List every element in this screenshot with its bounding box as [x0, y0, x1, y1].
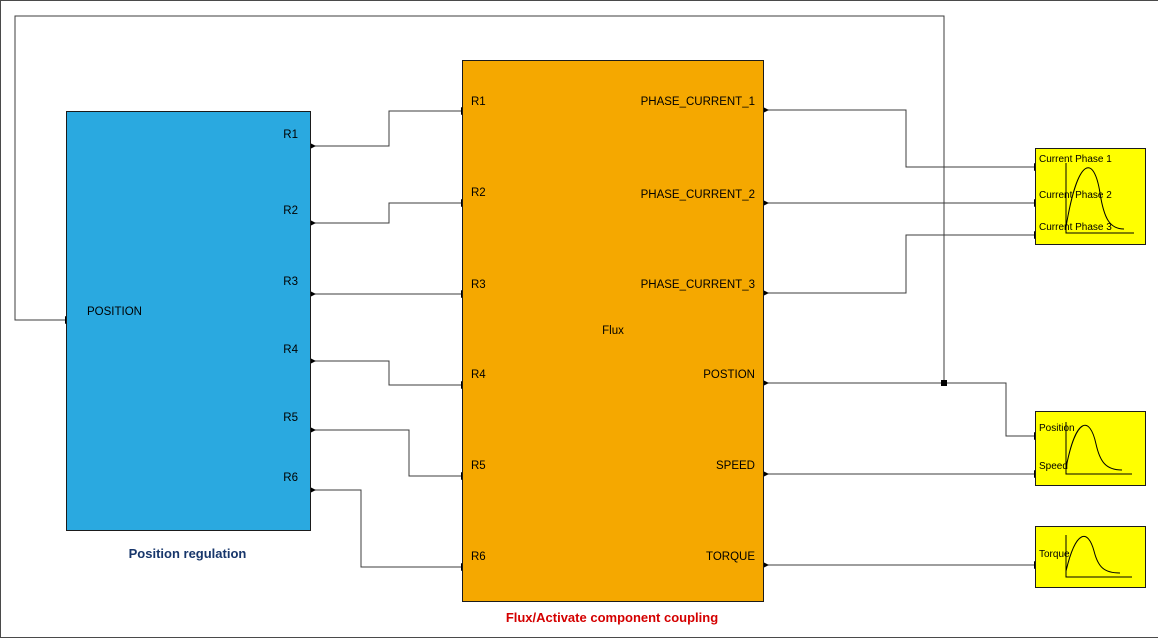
flux-input-label-r4: R4: [471, 369, 486, 381]
flux-output-label-torque: TORQUE: [706, 551, 755, 563]
flux-input-label-r5: R5: [471, 460, 486, 472]
wire-phase-current-1: [762, 109, 1035, 168]
wire-r5: [309, 429, 462, 477]
wire-r1: [309, 110, 462, 147]
flux-output-label-speed: SPEED: [716, 460, 755, 472]
scope-label-current-phase-3: Current Phase 3: [1039, 222, 1112, 233]
wire-r6: [309, 489, 462, 568]
flux-output-label-phase-current-1: PHASE_CURRENT_1: [640, 96, 755, 108]
flux-input-label-r3: R3: [471, 279, 486, 291]
wire-r4: [309, 360, 462, 386]
position-output-label-r5: R5: [283, 412, 298, 424]
flux-input-label-r1: R1: [471, 96, 486, 108]
scope-waveform-icon: [1065, 535, 1132, 578]
scope-label-current-phase-1: Current Phase 1: [1039, 154, 1112, 165]
flux-block-title: Flux: [602, 325, 624, 337]
flux-output-label-phase-current-3: PHASE_CURRENT_3: [640, 279, 755, 291]
scope-waveform-icon: [1065, 422, 1132, 475]
position-output-label-r2: R2: [283, 205, 298, 217]
scope-waveform-icon: [1065, 163, 1134, 234]
position-output-label-r6: R6: [283, 472, 298, 484]
wire-phase-current-3: [762, 234, 1035, 294]
scope-current-phases[interactable]: Current Phase 1 Current Phase 2 Current …: [1035, 148, 1146, 245]
scope-label-torque: Torque: [1039, 549, 1070, 560]
scope-label-position: Position: [1039, 423, 1075, 434]
flux-block-caption: Flux/Activate component coupling: [505, 610, 719, 625]
position-output-label-r3: R3: [283, 276, 298, 288]
scope-label-current-phase-2: Current Phase 2: [1039, 190, 1112, 201]
flux-input-label-r6: R6: [471, 551, 486, 563]
position-output-label-r1: R1: [283, 129, 298, 141]
wire-r2: [309, 202, 462, 224]
wire-junction-dot: [941, 380, 947, 386]
position-block[interactable]: POSITION R1 R2 R3 R4 R5 R6: [66, 111, 311, 531]
wire-postion-to-scope: [762, 382, 1035, 437]
wire-postion-feedback: [14, 15, 945, 383]
flux-output-label-phase-current-2: PHASE_CURRENT_2: [640, 189, 755, 201]
flux-input-label-r2: R2: [471, 187, 486, 199]
flux-block[interactable]: Flux R1 R2 R3 R4 R5 R6 PHASE_CURRENT_1 P…: [462, 60, 764, 602]
position-block-title: POSITION: [87, 306, 142, 318]
scope-torque[interactable]: Torque: [1035, 526, 1146, 588]
scope-label-speed: Speed: [1039, 461, 1068, 472]
scope-position-speed[interactable]: Position Speed: [1035, 411, 1146, 486]
position-block-caption: Position regulation: [128, 546, 247, 561]
flux-output-label-postion: POSTION: [703, 369, 755, 381]
position-output-label-r4: R4: [283, 344, 298, 356]
